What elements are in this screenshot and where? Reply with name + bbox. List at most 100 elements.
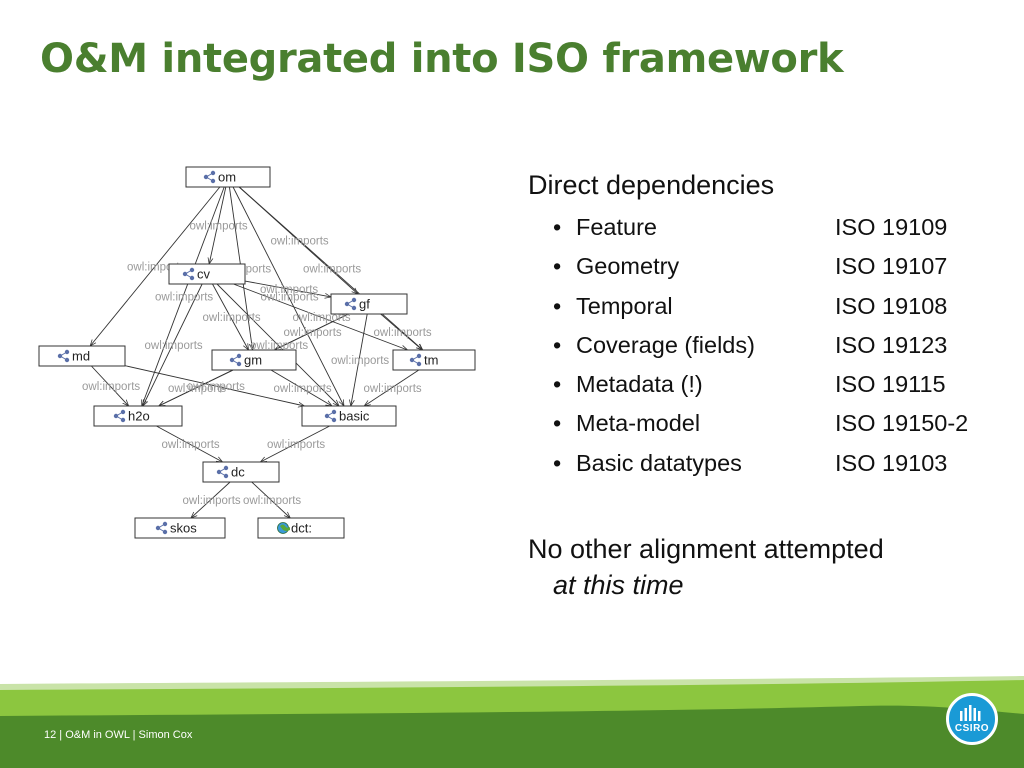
import-edge	[244, 280, 331, 297]
ontology-node-h2o[interactable]: h2o	[93, 405, 183, 427]
edge-label: owl:imports	[267, 439, 325, 451]
import-edge	[90, 186, 221, 346]
ontology-icon	[57, 349, 70, 363]
ontology-node-label: h2o	[128, 409, 150, 424]
ontology-node-cv[interactable]: cv	[168, 263, 246, 285]
ontology-node-om[interactable]: om	[185, 166, 271, 188]
ontology-node-label: gf	[359, 297, 370, 312]
slide-title: O&M integrated into ISO framework	[40, 36, 844, 82]
edge-label: owl:imports	[190, 221, 248, 233]
import-edge	[238, 186, 422, 350]
dependency-name: Temporal	[576, 292, 673, 319]
dependency-item: • Geometry ISO 19107	[553, 247, 1008, 286]
dependency-name: Metadata (!)	[576, 371, 703, 398]
dependency-name: Geometry	[576, 253, 680, 280]
ontology-node-tm[interactable]: tm	[392, 349, 476, 371]
bullet-icon: •	[553, 449, 562, 476]
edge-label: owl:imports	[274, 383, 332, 395]
bullet-icon: •	[553, 253, 562, 280]
import-edge	[124, 365, 305, 406]
dependency-item: •Metadata (!)ISO 19115	[553, 365, 1008, 404]
csiro-logo-icon	[960, 704, 981, 721]
ontology-node-label: basic	[339, 409, 370, 424]
ontology-icon	[216, 465, 229, 479]
dependency-standard: ISO 19108	[835, 292, 948, 319]
edge-label: owl:imports	[243, 495, 301, 507]
import-edge	[251, 481, 291, 518]
dependency-item: • Meta-model ISO 19150-2	[553, 404, 1008, 443]
dependency-item: •Coverage (fields)ISO 19123	[553, 326, 1008, 365]
footer-text: 12 | O&M in OWL | Simon Cox	[44, 729, 193, 741]
dependency-standard: ISO 19150-2	[835, 410, 969, 437]
import-edge	[380, 313, 423, 350]
import-edge	[156, 425, 222, 462]
edge-label: owl:imports	[82, 381, 140, 393]
ontology-node-label: om	[218, 170, 236, 185]
import-edge	[270, 369, 332, 406]
edge-label: owl:imports	[145, 340, 203, 352]
ontology-icon	[229, 353, 242, 367]
csiro-logo: CSIRO	[946, 693, 998, 745]
alignment-note: No other alignment attempted at this tim…	[528, 531, 1008, 603]
ontology-node-dct[interactable]: dct:	[257, 517, 345, 539]
ontology-node-basic[interactable]: basic	[301, 405, 397, 427]
ontology-icon	[409, 353, 422, 367]
import-edge	[212, 283, 248, 350]
ontology-icon	[155, 521, 168, 535]
ontology-node-label: skos	[170, 521, 197, 536]
import-edge	[142, 186, 225, 406]
ontology-node-label: md	[72, 349, 90, 364]
edge-label: owl:imports	[284, 327, 342, 339]
ontology-node-dc[interactable]: dc	[202, 461, 280, 483]
dependency-name: Basic datatypes	[576, 449, 742, 476]
dependency-name: Coverage (fields)	[576, 331, 755, 358]
import-edge	[233, 283, 407, 350]
import-edge	[260, 425, 330, 462]
footer-band	[0, 676, 1024, 768]
import-edge	[364, 369, 420, 406]
edge-label: owl:imports	[271, 236, 329, 248]
bullet-icon: •	[553, 410, 562, 437]
globe-icon	[277, 522, 290, 534]
ontology-node-label: dc	[231, 465, 245, 480]
edge-label: owl:imports	[331, 355, 389, 367]
ontology-icon	[113, 409, 126, 423]
ontology-node-label: gm	[244, 353, 262, 368]
ontology-node-md[interactable]: md	[38, 345, 126, 367]
import-edge	[351, 313, 368, 406]
edge-label: owl:imports	[303, 264, 361, 276]
edge-label: owl:imports	[168, 383, 226, 395]
import-edge	[159, 369, 234, 406]
dependency-standard: ISO 19109	[835, 214, 948, 240]
edge-label: owl:imports	[183, 495, 241, 507]
ontology-node-skos[interactable]: skos	[134, 517, 226, 539]
bullet-icon: •	[553, 292, 562, 319]
note-line-2: at this time	[553, 570, 684, 601]
edge-label: owl:imports	[293, 312, 351, 324]
dependency-standard: ISO 19123	[835, 331, 948, 358]
import-edge	[232, 186, 344, 406]
edge-label: owl:imports	[260, 284, 318, 296]
import-edge	[143, 283, 203, 406]
bullet-icon: •	[553, 371, 562, 398]
edge-label: owl:imports	[261, 292, 319, 304]
dependency-standard: ISO 19107	[835, 253, 948, 280]
ontology-node-label: cv	[197, 267, 211, 282]
edge-label: owl:imports	[374, 327, 432, 339]
edge-label: owl:imports	[162, 439, 220, 451]
dependency-name: Meta-model	[576, 410, 701, 437]
ontology-icon	[344, 297, 357, 311]
import-edge	[91, 365, 128, 406]
ontology-node-gf[interactable]: gf	[330, 293, 408, 315]
ontology-node-label: dct:	[291, 521, 312, 536]
ontology-node-label: tm	[424, 353, 438, 368]
ontology-node-gm[interactable]: gm	[211, 349, 297, 371]
edge-label: owl:imports	[364, 383, 422, 395]
edge-label: owl:imports	[203, 312, 261, 324]
csiro-logo-text: CSIRO	[954, 722, 990, 734]
